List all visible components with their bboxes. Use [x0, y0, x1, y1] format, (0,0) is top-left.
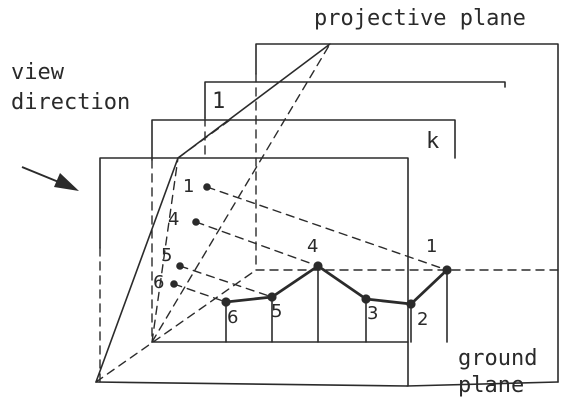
profile-point-3 [361, 294, 371, 304]
profile-point-1 [442, 265, 452, 275]
hidden-sweep-back-edge [177, 119, 231, 159]
direction-label: direction [11, 90, 131, 115]
left-point-4-label: 4 [168, 209, 180, 230]
profile-point-2-label: 2 [417, 309, 429, 330]
ground-front-edge [95, 381, 408, 387]
left-point-1-label: 1 [183, 176, 195, 197]
ground-label: ground [458, 346, 538, 371]
projection-ray-1 [206, 186, 448, 271]
sweep-left-edge [95, 157, 179, 383]
profile-point-1-label: 1 [426, 236, 438, 257]
profile-point-5 [267, 292, 277, 302]
middle-frame [204, 81, 506, 119]
profile-point-4 [313, 261, 323, 271]
projection-ray-5 [179, 265, 273, 298]
back-frame [255, 43, 559, 383]
projective-plane-label: projective plane [314, 6, 526, 31]
profile-point-3-label: 3 [367, 303, 379, 324]
profile-point-6 [221, 297, 231, 307]
profile-point-6-label: 6 [227, 307, 239, 328]
plane-point-5 [176, 262, 184, 270]
left-point-5-label: 5 [161, 245, 173, 266]
front-plane [99, 157, 409, 387]
frame-k [151, 119, 456, 161]
ground-right-edge [406, 381, 559, 387]
plane-label: plane [458, 373, 525, 398]
profile-point-2 [406, 299, 416, 309]
profile-point-5-label: 5 [271, 301, 283, 322]
plane-point-4 [192, 218, 200, 226]
view-label: view [11, 60, 64, 85]
frame-1-label: 1 [212, 89, 226, 114]
plane-point-6 [170, 280, 178, 288]
drop-lines [225, 265, 448, 343]
projection-ray-6 [173, 283, 227, 303]
hidden-sweep-inner-edge [151, 157, 179, 343]
view-direction-arrow [21, 166, 79, 191]
hidden-ground-diagonal [95, 269, 257, 383]
terrain-profile [224, 264, 449, 306]
plane-point-1 [203, 183, 211, 191]
profile-point-4-label: 4 [307, 236, 319, 257]
projection-ray-4 [195, 221, 319, 267]
frame-k-label: k [426, 129, 440, 154]
hidden-sweep-diagonal [151, 43, 331, 343]
left-point-6-label: 6 [153, 272, 165, 293]
